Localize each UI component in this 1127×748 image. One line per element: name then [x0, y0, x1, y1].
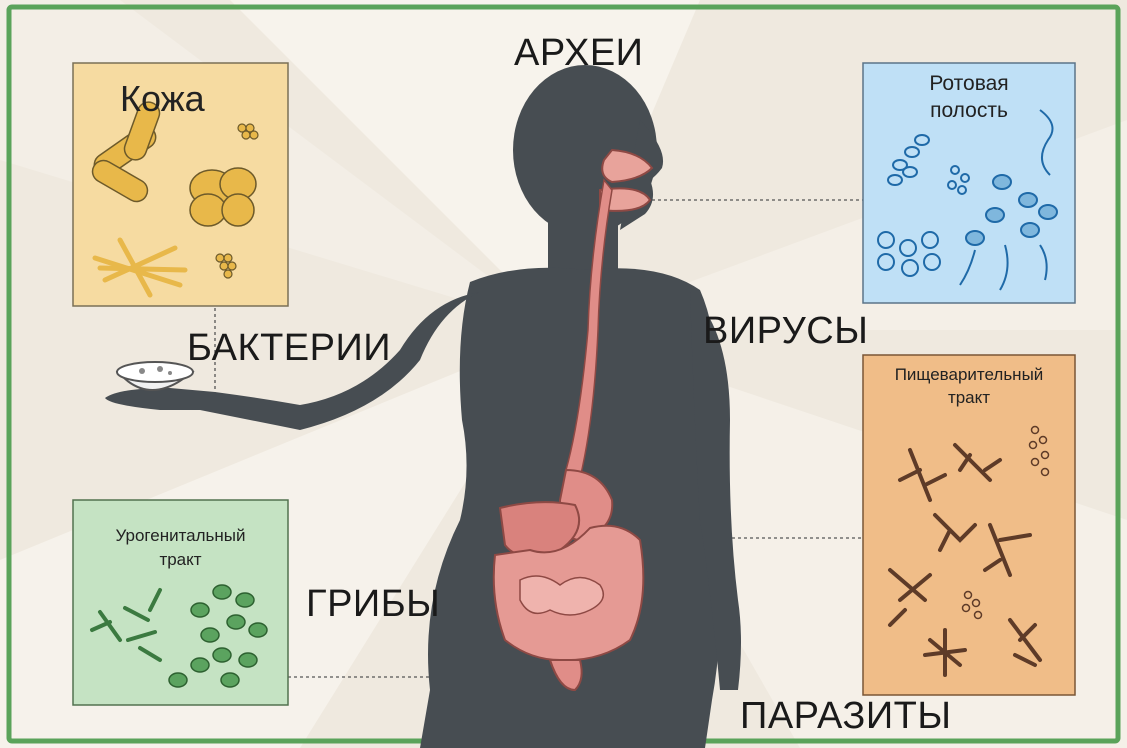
skin-box-title: Кожа [120, 78, 205, 120]
urogenital-box-title-line2: тракт [73, 550, 288, 570]
label-bacteria: БАКТЕРИИ [187, 327, 391, 370]
mouth-box-title-line2: полость [863, 99, 1075, 123]
label-fungi: ГРИБЫ [306, 583, 440, 626]
label-archaea: АРХЕИ [514, 32, 644, 75]
urogenital-box-title-line1: Урогенитальный [73, 526, 288, 546]
label-parasites: ПАРАЗИТЫ [740, 695, 952, 738]
label-viruses: ВИРУСЫ [703, 310, 868, 353]
mouth-box-title-line1: Ротовая [863, 72, 1075, 96]
gut-box-title-line1: Пищеварительный [863, 365, 1075, 385]
gut-box-title-line2: тракт [863, 388, 1075, 408]
